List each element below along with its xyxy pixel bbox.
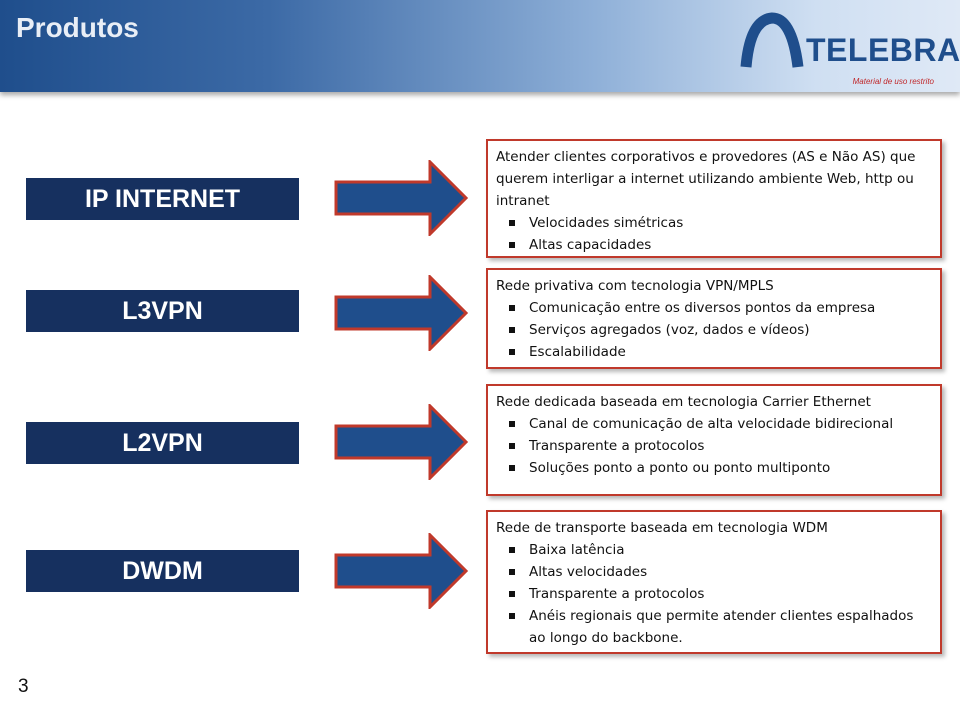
logo-wordmark: TELEBRAS [806, 32, 960, 68]
feature-item: Transparente a protocolos [496, 583, 934, 605]
feature-list: Velocidades simétricas Altas capacidades [496, 212, 934, 256]
feature-item: Altas capacidades [496, 234, 934, 256]
telebras-logo: TELEBRAS [740, 12, 960, 82]
feature-list: Canal de comunicação de alta velocidade … [496, 413, 934, 479]
feature-list: Comunicação entre os diversos pontos da … [496, 297, 934, 363]
description-intro: Rede de transporte baseada em tecnologia… [496, 520, 828, 536]
restricted-notice: Material de uso restrito [852, 77, 934, 86]
feature-item: Serviços agregados (voz, dados e vídeos) [496, 319, 934, 341]
feature-item: Soluções ponto a ponto ou ponto multipon… [496, 457, 934, 479]
page-title: Produtos [16, 12, 139, 43]
page-number: 3 [18, 676, 29, 697]
arrow-right-icon [334, 533, 469, 609]
description-intro: Rede privativa com tecnologia VPN/MPLS [496, 278, 774, 294]
feature-list: Baixa latência Altas velocidades Transpa… [496, 539, 934, 649]
product-description-dwdm: Rede de transporte baseada em tecnologia… [486, 510, 942, 654]
feature-item: Anéis regionais que permite atender clie… [496, 605, 934, 649]
product-label-l2vpn: L2VPN [26, 422, 299, 464]
arrow-right-icon [334, 404, 469, 480]
product-description-ip-internet: Atender clientes corporativos e provedor… [486, 139, 942, 258]
product-label-dwdm: DWDM [26, 550, 299, 592]
product-label-ip-internet: IP INTERNET [26, 178, 299, 220]
description-intro: Rede dedicada baseada em tecnologia Carr… [496, 394, 871, 410]
product-description-l2vpn: Rede dedicada baseada em tecnologia Carr… [486, 384, 942, 496]
product-description-l3vpn: Rede privativa com tecnologia VPN/MPLS C… [486, 268, 942, 369]
feature-item: Comunicação entre os diversos pontos da … [496, 297, 934, 319]
feature-item: Baixa latência [496, 539, 934, 561]
feature-item: Transparente a protocolos [496, 435, 934, 457]
feature-item: Velocidades simétricas [496, 212, 934, 234]
header-bar: Produtos TELEBRAS Material de uso restri… [0, 0, 960, 92]
feature-item: Canal de comunicação de alta velocidade … [496, 413, 934, 435]
arrow-right-icon [334, 275, 469, 351]
logo-arch-icon [740, 12, 804, 68]
feature-item: Altas velocidades [496, 561, 934, 583]
feature-item: Escalabilidade [496, 341, 934, 363]
product-label-l3vpn: L3VPN [26, 290, 299, 332]
description-intro: Atender clientes corporativos e provedor… [496, 149, 916, 209]
arrow-right-icon [334, 160, 469, 236]
